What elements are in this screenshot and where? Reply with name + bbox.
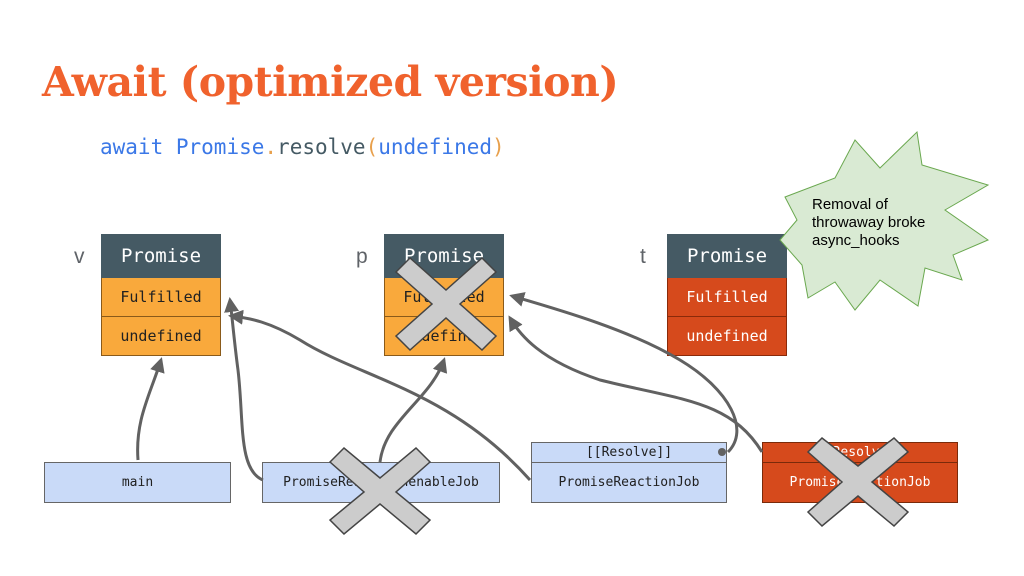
promise-t-header: Promise bbox=[667, 234, 787, 278]
promise-t: Promise Fulfilled undefined bbox=[667, 234, 787, 356]
code-close-paren: ) bbox=[492, 135, 505, 159]
callout-burst bbox=[779, 130, 990, 311]
code-line: await Promise.resolve(undefined) bbox=[100, 135, 505, 159]
promise-v-value: undefined bbox=[101, 317, 221, 356]
cross-thenable-job bbox=[328, 446, 432, 536]
arrow-red-to-p-value bbox=[508, 315, 764, 453]
code-argument: undefined bbox=[378, 135, 493, 159]
arrow-thenable-to-v-state bbox=[224, 297, 264, 482]
promise-t-state: Fulfilled bbox=[667, 278, 787, 317]
code-await-keyword: await bbox=[100, 135, 164, 159]
arrow-main-to-v bbox=[136, 357, 165, 461]
cross-promise-p bbox=[394, 256, 498, 352]
arrow-reaction-resolve-to-p-state bbox=[509, 292, 739, 454]
var-label-t: t bbox=[640, 245, 646, 268]
cross-reaction-red-job bbox=[806, 437, 910, 528]
code-open-paren: ( bbox=[365, 135, 379, 159]
arrow-reaction-to-v-value bbox=[228, 309, 532, 481]
promise-v-state: Fulfilled bbox=[101, 278, 221, 317]
promise-t-value: undefined bbox=[667, 317, 787, 356]
slide-title: Await (optimized version) bbox=[42, 58, 619, 106]
promise-v-header: Promise bbox=[101, 234, 221, 278]
job-promise-reaction: PromiseReactionJob bbox=[531, 462, 727, 503]
arrow-thenable-to-p bbox=[378, 357, 448, 463]
code-dot: . bbox=[264, 135, 278, 159]
var-label-v: v bbox=[74, 245, 85, 268]
resolve-dot bbox=[718, 448, 726, 456]
code-promise-object: Promise bbox=[175, 135, 265, 159]
promise-v: Promise Fulfilled undefined bbox=[101, 234, 221, 356]
callout-text: Removal of throwaway broke async_hooks bbox=[812, 196, 926, 249]
job-main: main bbox=[44, 462, 231, 503]
code-resolve-method: resolve bbox=[277, 135, 366, 159]
var-label-p: p bbox=[356, 245, 368, 268]
